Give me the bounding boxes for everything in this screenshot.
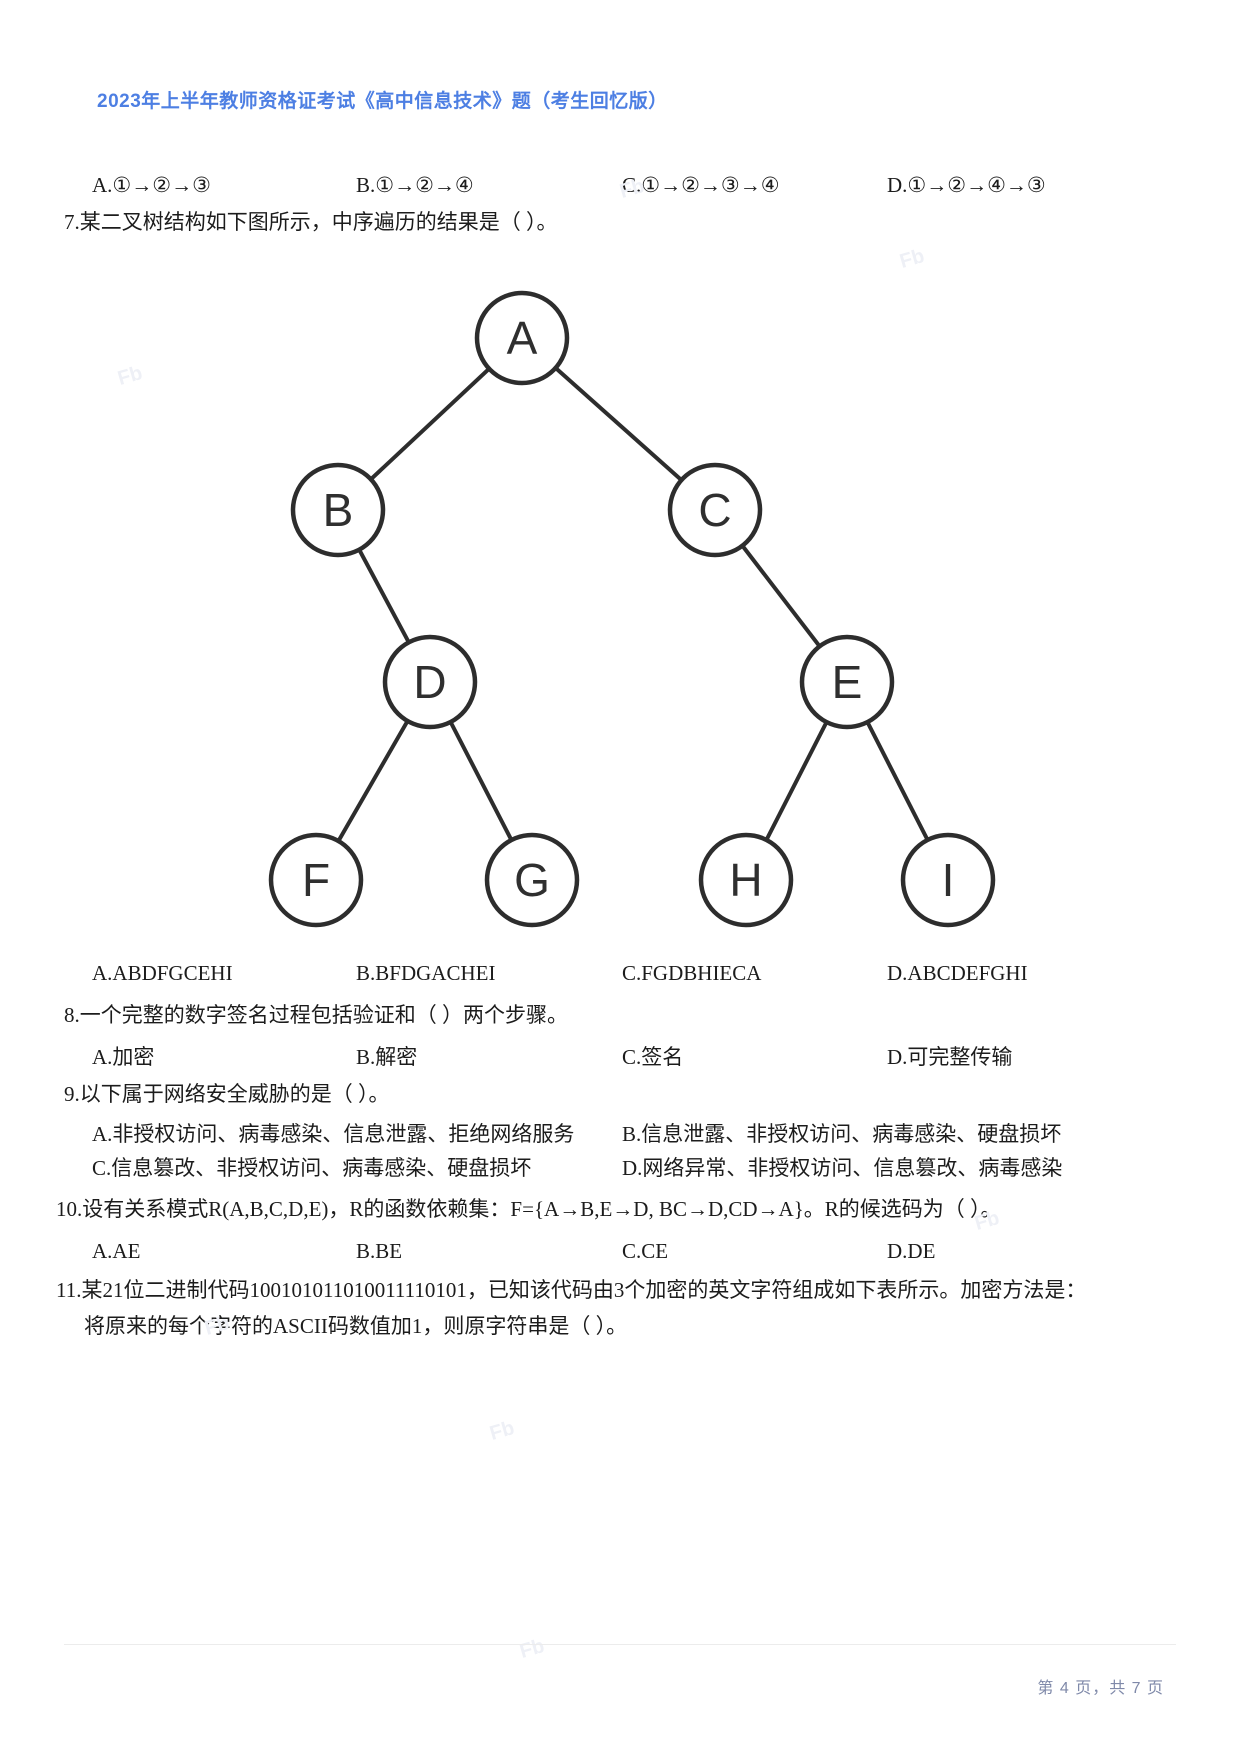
tree-node-label-G: G xyxy=(514,854,550,906)
page-title: 2023年上半年教师资格证考试《高中信息技术》题（考生回忆版） xyxy=(97,91,668,112)
q9-option-a: A.非授权访问、病毒感染、信息泄露、拒绝网络服务 xyxy=(92,1122,575,1146)
q7-option-d: D.ABCDEFGHI xyxy=(887,961,1028,985)
tree-node-label-H: H xyxy=(729,854,762,906)
q9-option-b: B.信息泄露、非授权访问、病毒感染、硬盘损坏 xyxy=(622,1122,1062,1146)
question-8-text: 8.一个完整的数字签名过程包括验证和（ ）两个步骤。 xyxy=(64,1003,568,1027)
q10-options-row: A.AE B.BE C.CE D.DE xyxy=(0,1238,1240,1265)
q10-option-d: D.DE xyxy=(887,1239,936,1263)
tree-node-C xyxy=(667,462,763,558)
watermark: Fb xyxy=(487,1417,517,1445)
q10-option-b: B.BE xyxy=(356,1239,403,1263)
q9-option-c: C.信息篡改、非授权访问、病毒感染、硬盘损坏 xyxy=(92,1156,532,1180)
question-10-text: 10.设有关系模式R(A,B,C,D,E)，R的函数依赖集：F={A→B,E→D… xyxy=(56,1197,1002,1221)
question-9-text: 9.以下属于网络安全威胁的是（ ）。 xyxy=(64,1082,390,1106)
tree-node-label-I: I xyxy=(942,854,955,906)
tree-node-G xyxy=(484,832,580,928)
q7-option-c: C.FGDBHIECA xyxy=(622,961,762,985)
q7-option-b: B.BFDGACHEI xyxy=(356,961,496,985)
q8-option-c: C.签名 xyxy=(622,1045,684,1069)
tree-node-H xyxy=(698,832,794,928)
tree-node-label-E: E xyxy=(832,656,863,708)
watermark: Fb xyxy=(897,245,927,273)
q8-option-b: B.解密 xyxy=(356,1045,418,1069)
tree-node-A xyxy=(474,290,570,386)
q10-option-a: A.AE xyxy=(92,1239,141,1263)
q6-option-b: B.①→②→④ xyxy=(356,173,474,197)
q8-option-d: D.可完整传输 xyxy=(887,1045,1013,1069)
tree-node-B xyxy=(290,462,386,558)
q6-option-d: D.①→②→④→③ xyxy=(887,173,1046,197)
q7-option-a: A.ABDFGCEHI xyxy=(92,961,233,985)
binary-tree-figure: A B C D E F G H I xyxy=(268,290,996,928)
tree-node-label-B: B xyxy=(323,484,354,536)
q9-options-row-2: C.信息篡改、非授权访问、病毒感染、硬盘损坏 D.网络异常、非授权访问、信息篡改… xyxy=(0,1155,1240,1182)
tree-node-D xyxy=(382,634,478,730)
q8-options-row: A.加密 B.解密 C.签名 D.可完整传输 xyxy=(0,1044,1240,1071)
q6-options-row: A.①→②→③ B.①→②→④ C.①→②→③→④ D.①→②→④→③ xyxy=(0,172,1240,199)
tree-node-label-A: A xyxy=(507,312,538,364)
q9-option-d: D.网络异常、非授权访问、信息篡改、病毒感染 xyxy=(622,1156,1063,1180)
q10-option-c: C.CE xyxy=(622,1239,669,1263)
tree-node-E xyxy=(799,634,895,730)
question-11-text-line2: 将原来的每个字符的ASCII码数值加1，则原字符串是（ ）。 xyxy=(84,1314,628,1338)
q6-option-a: A.①→②→③ xyxy=(92,173,211,197)
tree-node-label-F: F xyxy=(302,854,330,906)
q9-options-row-1: A.非授权访问、病毒感染、信息泄露、拒绝网络服务 B.信息泄露、非授权访问、病毒… xyxy=(0,1121,1240,1148)
q8-option-a: A.加密 xyxy=(92,1045,155,1069)
footer-divider xyxy=(64,1644,1176,1645)
tree-node-I xyxy=(900,832,996,928)
question-7-text: 7.某二叉树结构如下图所示，中序遍历的结果是（ ）。 xyxy=(64,210,558,234)
q6-option-c: C.①→②→③→④ xyxy=(622,173,780,197)
tree-node-label-D: D xyxy=(413,656,446,708)
tree-node-label-C: C xyxy=(698,484,731,536)
tree-node-F xyxy=(268,832,364,928)
page-number: 第 4 页，共 7 页 xyxy=(1037,1680,1164,1697)
q7-options-row: A.ABDFGCEHI B.BFDGACHEI C.FGDBHIECA D.AB… xyxy=(0,960,1240,987)
question-11-text-line1: 11.某21位二进制代码100101011010011110101，已知该代码由… xyxy=(56,1278,1087,1302)
watermark: Fb xyxy=(517,1635,547,1663)
